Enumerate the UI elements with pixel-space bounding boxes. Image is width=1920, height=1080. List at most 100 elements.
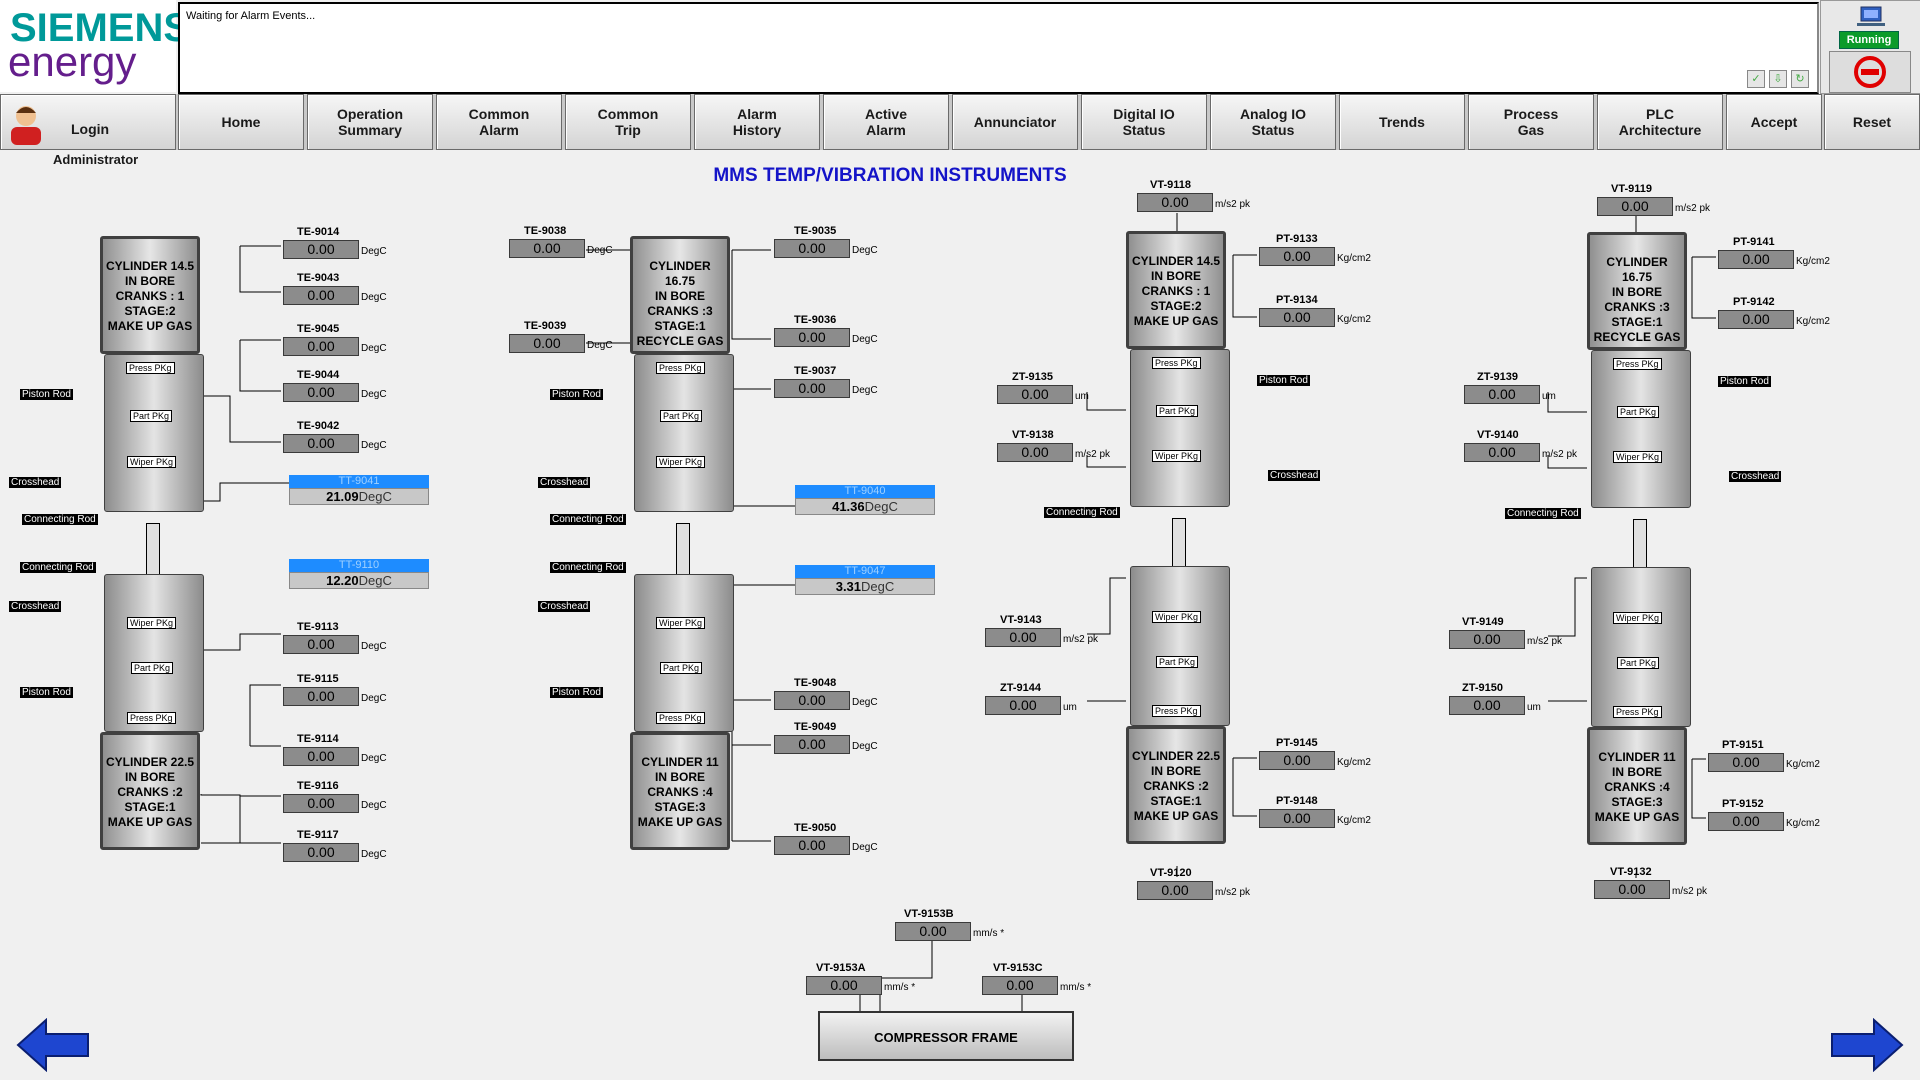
instrument-value[interactable]: 0.00 xyxy=(985,628,1061,647)
nav-home[interactable]: Home xyxy=(178,94,304,150)
alarm-event-panel[interactable]: Waiting for Alarm Events... ✓ ⇩ ↻ xyxy=(178,2,1819,94)
instrument-unit: DegC xyxy=(852,385,878,396)
instrument-value[interactable]: 0.00 xyxy=(774,691,850,710)
instrument-value[interactable]: 0.00 xyxy=(1464,443,1540,462)
instrument-value[interactable]: 0.00 xyxy=(1718,310,1794,329)
acknowledge-icon[interactable]: ⇩ xyxy=(1769,70,1787,88)
instrument-unit: um xyxy=(1063,702,1077,713)
tt-value: 41.36DegC xyxy=(795,498,935,515)
wiper-pkg-label: Wiper PKg xyxy=(656,617,706,629)
instrument-value[interactable]: 0.00 xyxy=(1137,881,1213,900)
instrument-tag: ZT-9150 xyxy=(1462,682,1503,694)
instrument-value[interactable]: 0.00 xyxy=(283,687,359,706)
instrument-value[interactable]: 0.00 xyxy=(982,976,1058,995)
check-icon[interactable]: ✓ xyxy=(1747,70,1765,88)
instrument-value[interactable]: 0.00 xyxy=(283,747,359,766)
instrument-value[interactable]: 0.00 xyxy=(283,635,359,654)
instrument-value[interactable]: 0.00 xyxy=(1259,247,1335,266)
nav-common-trip[interactable]: Common Trip xyxy=(565,94,691,150)
instrument-value[interactable]: 0.00 xyxy=(1259,308,1335,327)
nav-digital-io-status[interactable]: Digital IO Status xyxy=(1081,94,1207,150)
wiper-pkg-label: Wiper PKg xyxy=(1152,611,1202,623)
instrument-value[interactable]: 0.00 xyxy=(985,696,1061,715)
tt-readout[interactable]: TT-9110 12.20DegC xyxy=(289,559,429,589)
cylinder-5-head[interactable]: CYLINDER 14.5 IN BORE CRANKS : 1 STAGE:2… xyxy=(1126,231,1226,349)
tt-readout[interactable]: TT-9040 41.36DegC xyxy=(795,485,935,515)
tt-readout[interactable]: TT-9041 21.09DegC xyxy=(289,475,429,505)
cylinder-4-head[interactable]: CYLINDER 11 IN BORE CRANKS :4 STAGE:3 MA… xyxy=(630,732,730,850)
cylinder-6-head[interactable]: CYLINDER 22.5 IN BORE CRANKS :2 STAGE:1 … xyxy=(1126,726,1226,844)
cylinder-2-head[interactable]: CYLINDER 22.5 IN BORE CRANKS :2 STAGE:1 … xyxy=(100,732,200,850)
compressor-frame[interactable]: COMPRESSOR FRAME xyxy=(818,1011,1074,1061)
instrument-value[interactable]: 0.00 xyxy=(1464,385,1540,404)
instrument-value[interactable]: 0.00 xyxy=(1708,812,1784,831)
instrument-unit: Kg/cm2 xyxy=(1796,256,1830,267)
instrument-value[interactable]: 0.00 xyxy=(997,385,1073,404)
cylinder-8-head[interactable]: CYLINDER 11 IN BORE CRANKS :4 STAGE:3 MA… xyxy=(1587,727,1687,845)
instrument-value[interactable]: 0.00 xyxy=(997,443,1073,462)
instrument-value[interactable]: 0.00 xyxy=(283,794,359,813)
stop-button[interactable] xyxy=(1829,51,1911,93)
instrument-value[interactable]: 0.00 xyxy=(283,337,359,356)
nav-common-alarm[interactable]: Common Alarm xyxy=(436,94,562,150)
instrument-value[interactable]: 0.00 xyxy=(1449,696,1525,715)
refresh-icon[interactable]: ↻ xyxy=(1791,70,1809,88)
instrument-unit: m/s2 pk xyxy=(1075,449,1111,460)
nav-operation-summary[interactable]: Operation Summary xyxy=(307,94,433,150)
next-page-arrow-icon[interactable] xyxy=(1830,1018,1904,1072)
nav-trends[interactable]: Trends xyxy=(1339,94,1465,150)
instrument-value[interactable]: 0.00 xyxy=(283,286,359,305)
instrument-value[interactable]: 0.00 xyxy=(283,843,359,862)
instrument-value[interactable]: 0.00 xyxy=(1594,880,1670,899)
cylinder-3-head[interactable]: CYLINDER 16.75 IN BORE CRANKS :3 STAGE:1… xyxy=(630,236,730,354)
instrument-value[interactable]: 0.00 xyxy=(1597,197,1673,216)
part-pkg-label: Part PKg xyxy=(660,410,703,422)
instrument-value[interactable]: 0.00 xyxy=(509,239,585,258)
instrument-value[interactable]: 0.00 xyxy=(1718,250,1794,269)
instrument-tag: PT-9145 xyxy=(1276,737,1318,749)
instrument-value[interactable]: 0.00 xyxy=(774,328,850,347)
nav-plc-architecture[interactable]: PLC Architecture xyxy=(1597,94,1723,150)
instrument-value[interactable]: 0.00 xyxy=(806,976,882,995)
instrument-tag: PT-9141 xyxy=(1733,236,1775,248)
instrument-value[interactable]: 0.00 xyxy=(1708,753,1784,772)
cylinder-7-head[interactable]: CYLINDER 16.75 IN BORE CRANKS :3 STAGE:1… xyxy=(1587,232,1687,350)
instrument-value[interactable]: 0.00 xyxy=(283,383,359,402)
instrument-value[interactable]: 0.00 xyxy=(1259,751,1335,770)
connecting-rod-label: Connecting Rod xyxy=(20,562,96,573)
instrument-tag: VT-9153B xyxy=(904,908,954,920)
instrument-unit: m/s2 pk xyxy=(1215,887,1251,898)
instrument-value[interactable]: 0.00 xyxy=(774,735,850,754)
instrument-tag: TE-9117 xyxy=(297,829,339,841)
reset-button[interactable]: Reset xyxy=(1824,94,1920,150)
cylinder-1-head[interactable]: CYLINDER 14.5 IN BORE CRANKS : 1 STAGE:2… xyxy=(100,236,200,354)
nav-analog-io-status[interactable]: Analog IO Status xyxy=(1210,94,1336,150)
tt-readout[interactable]: TT-9047 3.31DegC xyxy=(795,565,935,595)
accept-button[interactable]: Accept xyxy=(1726,94,1822,150)
instrument-value[interactable]: 0.00 xyxy=(509,334,585,353)
nav-active-alarm[interactable]: Active Alarm xyxy=(823,94,949,150)
login-label: Login xyxy=(71,121,110,137)
login-user: Administrator xyxy=(53,152,139,167)
instrument-value[interactable]: 0.00 xyxy=(1137,193,1213,212)
instrument-tag: PT-9133 xyxy=(1276,233,1318,245)
nav-annunciator[interactable]: Annunciator xyxy=(952,94,1078,150)
instrument-value[interactable]: 0.00 xyxy=(895,922,971,941)
tt-value: 3.31DegC xyxy=(795,578,935,595)
nav-process-gas[interactable]: Process Gas xyxy=(1468,94,1594,150)
login-button[interactable]: Login Administrator xyxy=(0,94,176,167)
piston-rod-label: Piston Rod xyxy=(550,687,603,698)
instrument-value[interactable]: 0.00 xyxy=(774,836,850,855)
piston-rod-label: Piston Rod xyxy=(20,687,73,698)
instrument-value[interactable]: 0.00 xyxy=(1259,809,1335,828)
cylinder-4-body xyxy=(634,574,734,732)
instrument-value[interactable]: 0.00 xyxy=(774,379,850,398)
instrument-value[interactable]: 0.00 xyxy=(283,240,359,259)
nav-alarm-history[interactable]: Alarm History xyxy=(694,94,820,150)
instrument-value[interactable]: 0.00 xyxy=(283,434,359,453)
previous-page-arrow-icon[interactable] xyxy=(16,1018,90,1072)
press-pkg-label: Press PKg xyxy=(126,362,175,374)
instrument-value[interactable]: 0.00 xyxy=(774,239,850,258)
instrument-value[interactable]: 0.00 xyxy=(1449,630,1525,649)
